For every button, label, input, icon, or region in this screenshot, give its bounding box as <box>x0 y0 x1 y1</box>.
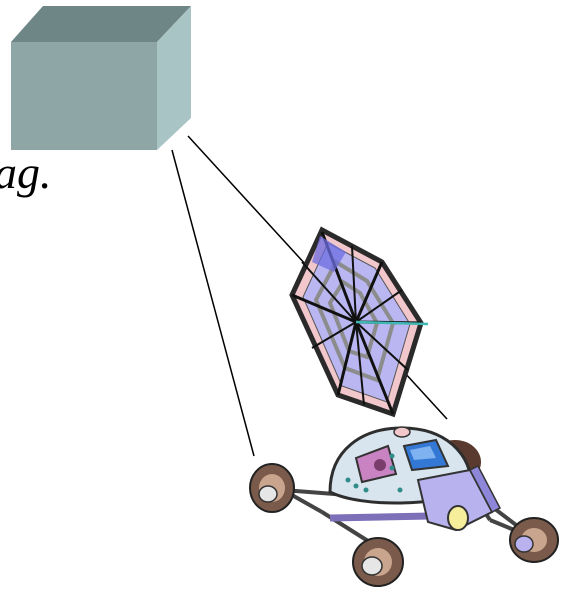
satellite-dish-icon <box>292 230 428 414</box>
connector-line-left <box>172 150 254 456</box>
cube-icon <box>11 6 191 150</box>
wheel <box>510 518 558 562</box>
wheel <box>353 538 403 586</box>
wheel <box>250 464 294 512</box>
rover-icon <box>250 427 558 586</box>
partial-caption-text: ag. <box>0 150 52 196</box>
